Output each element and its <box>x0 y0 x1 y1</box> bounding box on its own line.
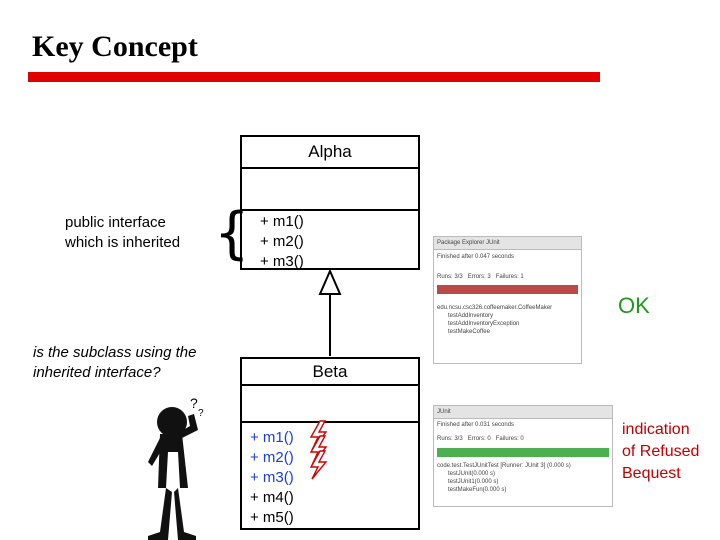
junit-finished-text: Finished after 0.047 seconds <box>437 254 515 260</box>
public-interface-note: public interface which is inherited <box>65 214 181 251</box>
junit-counts: Runs: 3/3 Errors: 3 Failures: 1 <box>437 274 524 280</box>
left-curly-brace-icon: { <box>214 201 250 266</box>
junit-tabbar: Package Explorer JUnit <box>434 237 581 250</box>
junit-tabbar: JUnit <box>434 406 612 419</box>
svg-text:?: ? <box>198 408 204 419</box>
junit-tree-item[interactable]: testAddInventoryException <box>448 321 520 327</box>
junit-tree-item[interactable]: testMakeCoffee <box>448 329 490 335</box>
subclass-question-note: is the subclass using the inherited inte… <box>33 344 197 381</box>
alpha-operations: + m1() + m2() + m3() <box>242 211 418 272</box>
junit-tree-item[interactable]: edu.ncsu.csc326.coffeemaker.CoffeeMaker <box>437 305 553 311</box>
junit-tree-item[interactable]: testMakeFun(0.000 s) <box>448 487 507 493</box>
lightning-bolt-icon <box>309 420 328 480</box>
junit-tree-item[interactable]: testJUnit1(0.000 s) <box>448 479 499 485</box>
junit-tree-item[interactable]: testJUnit(0.000 s) <box>448 471 496 477</box>
beta-op: + m5() <box>250 509 294 526</box>
beta-class-box: Beta + m1() + m2() + m3() + m4() + m5() <box>240 357 420 530</box>
alpha-op: + m2() <box>260 233 304 250</box>
refused-bequest-note: indication of Refused Bequest <box>622 421 700 482</box>
alpha-op: + m3() <box>260 253 304 270</box>
junit-failure-bar <box>437 285 578 294</box>
beta-op: + m4() <box>250 489 294 506</box>
junit-finished-text: Finished after 0.031 seconds <box>437 422 515 428</box>
junit-tree-item[interactable]: testAddInventory <box>448 313 494 319</box>
title-underline <box>28 72 600 82</box>
junit-tree-item[interactable]: code.test.TestJUnitTest [Runner: JUnit 3… <box>437 463 571 469</box>
beta-op-overridden: + m3() <box>250 469 294 486</box>
beta-op-overridden: + m1() <box>250 429 294 446</box>
slide-title: Key Concept <box>32 30 198 63</box>
junit-counts: Runs: 3/3 Errors: 0 Failures: 0 <box>437 436 524 442</box>
beta-operations: + m1() + m2() + m3() + m4() + m5() <box>242 423 418 528</box>
svg-text:?: ? <box>190 395 198 411</box>
puzzled-person-icon: ? ? <box>148 395 204 540</box>
beta-op-overridden: + m2() <box>250 449 294 466</box>
alpha-op: + m1() <box>260 213 304 230</box>
ok-label: OK <box>618 293 650 318</box>
junit-success-screenshot: JUnit Finished after 0.031 seconds Runs:… <box>433 405 613 507</box>
beta-attributes <box>242 386 418 423</box>
alpha-attributes <box>242 169 418 211</box>
inheritance-arrow-icon <box>318 268 342 356</box>
alpha-class-name: Alpha <box>242 137 418 169</box>
junit-success-bar <box>437 448 609 457</box>
junit-failure-screenshot: Package Explorer JUnit Finished after 0.… <box>433 236 582 364</box>
alpha-class-box: Alpha + m1() + m2() + m3() <box>240 135 420 270</box>
beta-class-name: Beta <box>242 359 418 386</box>
